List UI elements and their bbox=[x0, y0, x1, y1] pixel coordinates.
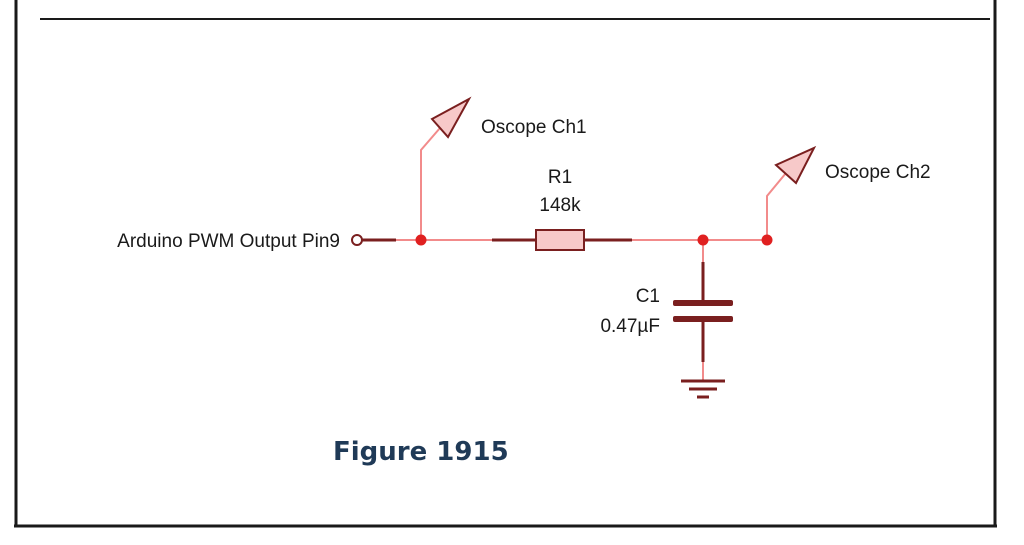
junction-node-ch1 bbox=[415, 234, 427, 246]
probe-ch2-label: Oscope Ch2 bbox=[825, 162, 931, 183]
resistor-value-label: 148k bbox=[539, 195, 581, 216]
junction-node-ch2 bbox=[761, 234, 773, 246]
resistor-ref-label: R1 bbox=[548, 167, 572, 188]
probe-ch1-wire bbox=[420, 127, 441, 240]
c1-plate-top bbox=[673, 300, 733, 306]
probe-ch2-wire bbox=[766, 172, 787, 240]
figure-caption: Figure 1915 bbox=[333, 437, 509, 467]
input-label: Arduino PWM Output Pin9 bbox=[117, 231, 340, 252]
ground-icon bbox=[681, 379, 725, 399]
resistor-r1 bbox=[492, 229, 632, 251]
r1-body bbox=[535, 229, 585, 251]
capacitor-c1 bbox=[673, 240, 733, 380]
probe-ch1-arrow-icon bbox=[430, 96, 472, 139]
input-pin-circle bbox=[351, 234, 363, 246]
junction-node-c1 bbox=[697, 234, 709, 246]
probe-ch2 bbox=[766, 145, 817, 240]
capacitor-value-label: 0.47µF bbox=[600, 316, 660, 337]
capacitor-ref-label: C1 bbox=[636, 286, 660, 307]
junction-nodes bbox=[415, 234, 773, 246]
probe-ch1-label: Oscope Ch1 bbox=[481, 117, 587, 138]
figure-frame bbox=[14, 0, 997, 528]
input-terminal bbox=[351, 234, 396, 246]
probe-ch1 bbox=[420, 96, 472, 240]
c1-plate-bottom bbox=[673, 316, 733, 322]
probe-ch2-arrow-icon bbox=[774, 145, 817, 185]
